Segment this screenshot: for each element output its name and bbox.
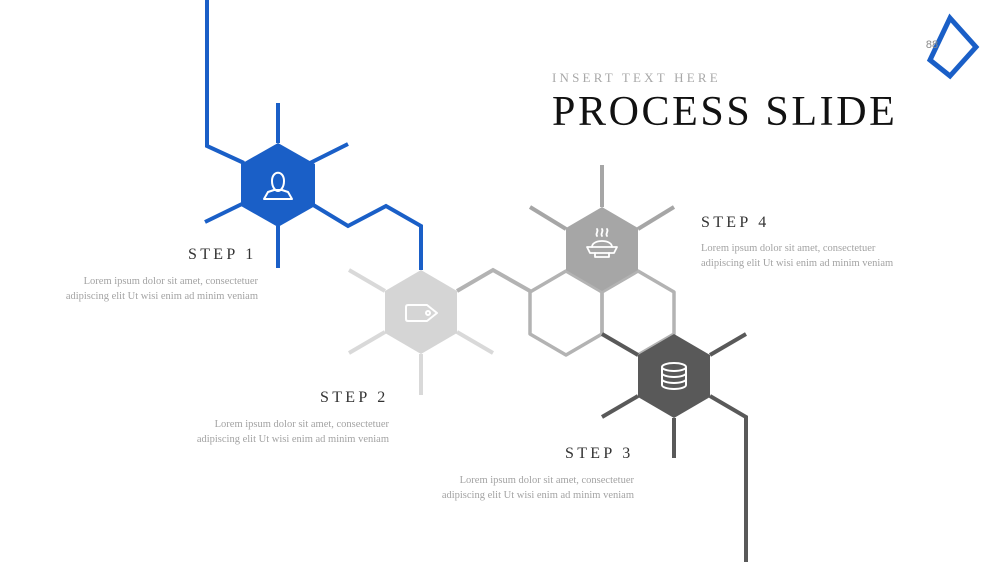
user-icon	[263, 171, 293, 200]
tag-icon	[405, 304, 438, 322]
step-4-description: Lorem ipsum dolor sit amet, consectetuer…	[701, 243, 894, 269]
step-3-connectors	[600, 332, 748, 562]
step-3-label: STEP 3	[565, 445, 634, 462]
page-number: 88	[925, 39, 939, 51]
step-4-label: STEP 4	[701, 214, 770, 231]
page-badge-diamond	[926, 13, 980, 80]
step-2-hexagon	[385, 270, 457, 354]
step-2-to-cluster-link	[455, 267, 531, 293]
step-2-connectors	[347, 268, 495, 395]
slide-subtitle: INSERT TEXT HERE	[552, 70, 721, 85]
step-4-connectors	[528, 165, 676, 231]
step-1-hexagon	[241, 143, 315, 227]
step-2-label: STEP 2	[320, 389, 389, 406]
database-icon	[661, 362, 687, 390]
food-bowl-icon	[586, 228, 618, 258]
slide-title: PROCESS SLIDE	[552, 89, 898, 135]
step-1-description: Lorem ipsum dolor sit amet, consectetuer…	[65, 276, 258, 302]
step-1-connectors	[204, 0, 423, 270]
step-4-hexagon	[566, 207, 638, 291]
step-2-description: Lorem ipsum dolor sit amet, consectetuer…	[196, 419, 389, 445]
step-1-label: STEP 1	[188, 246, 257, 263]
step-3-description: Lorem ipsum dolor sit amet, consectetuer…	[441, 475, 634, 501]
